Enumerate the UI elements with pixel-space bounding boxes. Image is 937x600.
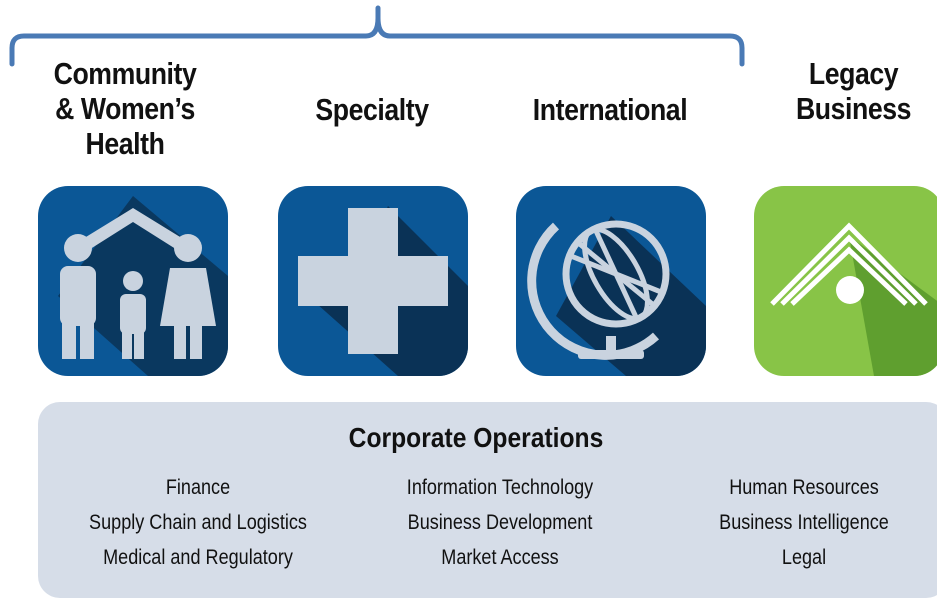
segment-label-specialty: Specialty	[286, 92, 458, 127]
operations-item: Finance	[165, 476, 231, 499]
corporate-operations-title: Corporate Operations	[348, 422, 604, 453]
operations-column-3: Human Resources Business Intelligence Le…	[684, 470, 925, 575]
segment-label-legacy: Legacy Business	[782, 56, 926, 126]
specialty-tile	[278, 186, 468, 376]
operations-item: Supply Chain and Logistics	[89, 511, 307, 534]
legacy-tile	[754, 186, 937, 376]
grouping-bracket	[9, 5, 745, 67]
operations-item: Market Access	[441, 546, 559, 569]
segment-label-line: Community	[53, 56, 197, 91]
international-tile	[516, 186, 706, 376]
operations-column-1: Finance Supply Chain and Logistics Medic…	[69, 470, 327, 575]
roof-house-icon	[754, 186, 937, 376]
segment-label-line: & Women’s	[55, 91, 195, 126]
operations-column-2: Information Technology Business Developm…	[371, 470, 629, 575]
operations-item: Medical and Regulatory	[103, 546, 293, 569]
family-house-icon	[38, 186, 228, 376]
segment-label-line: Health	[85, 126, 165, 161]
segment-label-line: Business	[795, 91, 912, 126]
corporate-operations-panel: Corporate Operations Finance Supply Chai…	[38, 402, 937, 598]
segment-label-line: Legacy	[808, 56, 899, 91]
community-tile	[38, 186, 228, 376]
segment-label-line: International	[532, 92, 688, 127]
segment-label-line: Specialty	[315, 92, 429, 127]
operations-item: Human Resources	[729, 476, 879, 499]
medical-cross-icon	[278, 186, 468, 376]
segment-label-community: Community & Women’s Health	[43, 56, 206, 161]
operations-item: Business Intelligence	[719, 511, 889, 534]
globe-icon	[516, 186, 706, 376]
segment-label-international: International	[507, 92, 713, 127]
operations-item: Business Development	[407, 511, 593, 534]
operations-item: Information Technology	[406, 476, 594, 499]
operations-item: Legal	[781, 546, 827, 569]
